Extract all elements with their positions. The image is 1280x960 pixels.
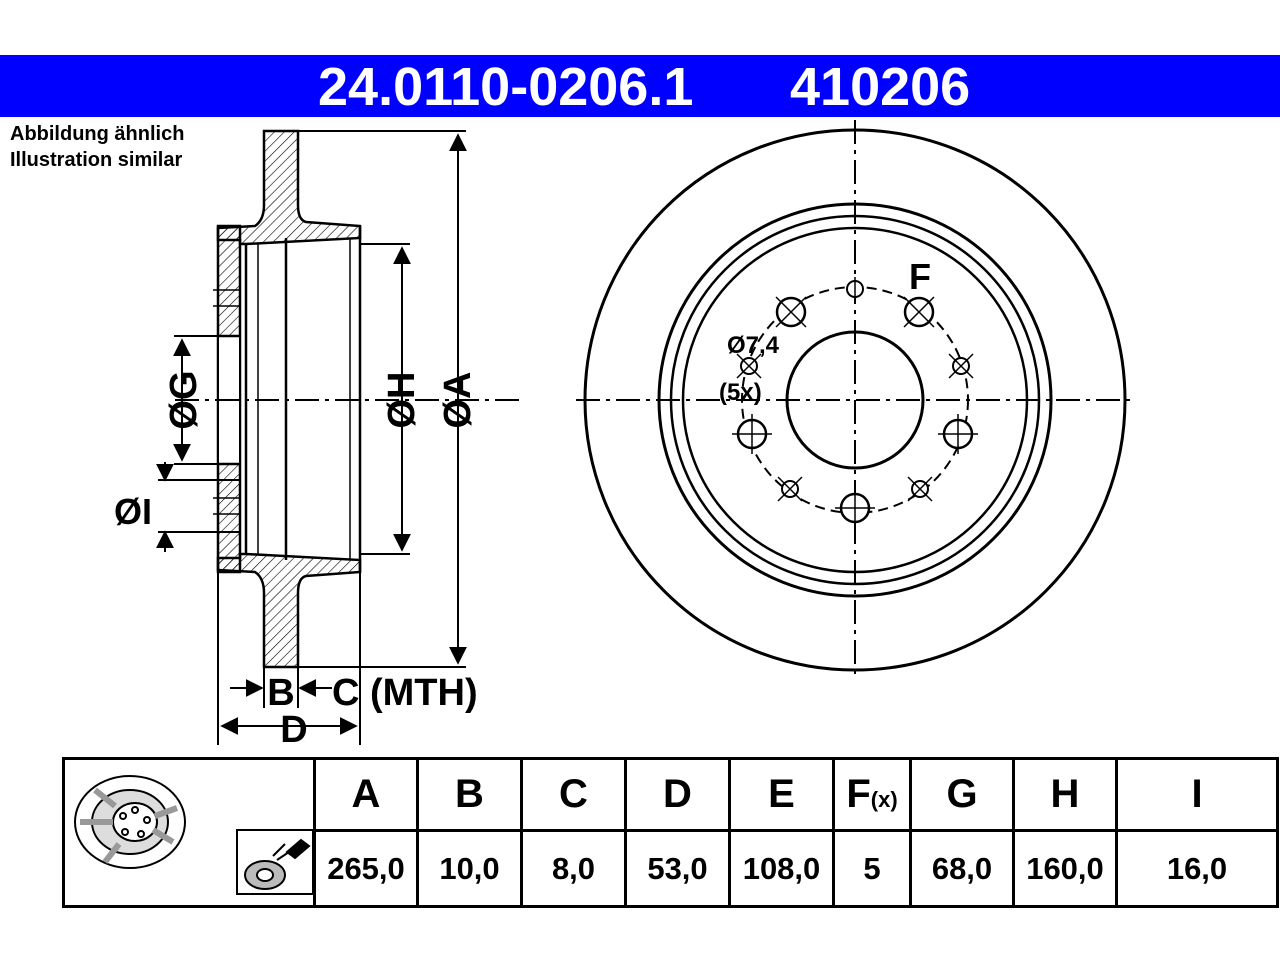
header-I: I [1115,756,1279,833]
header-G: G [909,756,1015,833]
label-G: ØG [163,370,205,429]
header-D: D [624,756,731,833]
value-C: 8,0 [520,829,627,908]
header-F-sub: (x) [870,787,898,813]
value-F: 5 [832,829,912,908]
label-A: ØA [437,372,479,429]
value-H: 160,0 [1012,829,1118,908]
header-F: F(x) [832,756,912,833]
friction-ring-upper [216,129,362,246]
header-E: E [728,756,835,833]
value-E: 108,0 [728,829,835,908]
label-C: C (MTH) [332,672,478,714]
label-B: B [267,672,294,714]
label-D: D [280,709,307,750]
spec-table-header-row: A B C D E F(x) G H I [62,756,1279,908]
spec-table: A B C D E F(x) G H I 265,0 10,0 8,0 53,0… [62,756,1279,908]
header-A: A [313,756,419,833]
front-view [576,120,1136,680]
value-G: 68,0 [909,829,1015,908]
brake-disc-icon [74,775,314,895]
header-C: C [520,756,627,833]
note-german: Abbildung ähnlich [10,123,185,145]
value-A: 265,0 [313,829,419,908]
header-bar [0,55,1280,117]
header-B: B [416,756,523,833]
note-english: Illustration similar [10,149,183,171]
reference-number: 410206 [790,57,971,117]
label-H: ØH [381,372,423,429]
label-bolt-hole-count: (5x) [719,379,762,406]
outer-rim [583,128,1127,672]
dimension-lines [156,130,467,745]
label-I: ØI [114,491,152,532]
spray-icon [236,829,314,895]
friction-ring-lower [216,552,362,669]
header-F-label: F [846,772,871,817]
value-D: 53,0 [624,829,731,908]
label-F: F [909,256,931,297]
icon-cell [62,757,316,908]
side-section-view [175,129,520,669]
header-H: H [1012,756,1118,833]
technical-drawing: ØG ØH ØA ØI B C (MTH) D F Ø7,4 (5x) [114,120,1136,750]
value-I: 16,0 [1115,829,1279,908]
value-B: 10,0 [416,829,523,908]
part-number: 24.0110-0206.1 [318,57,694,117]
label-bolt-hole-diameter: Ø7,4 [727,332,780,359]
center-bore [785,330,925,470]
spec-table-value-row: 265,0 10,0 8,0 53,0 108,0 5 68,0 160,0 1… [64,829,1279,908]
